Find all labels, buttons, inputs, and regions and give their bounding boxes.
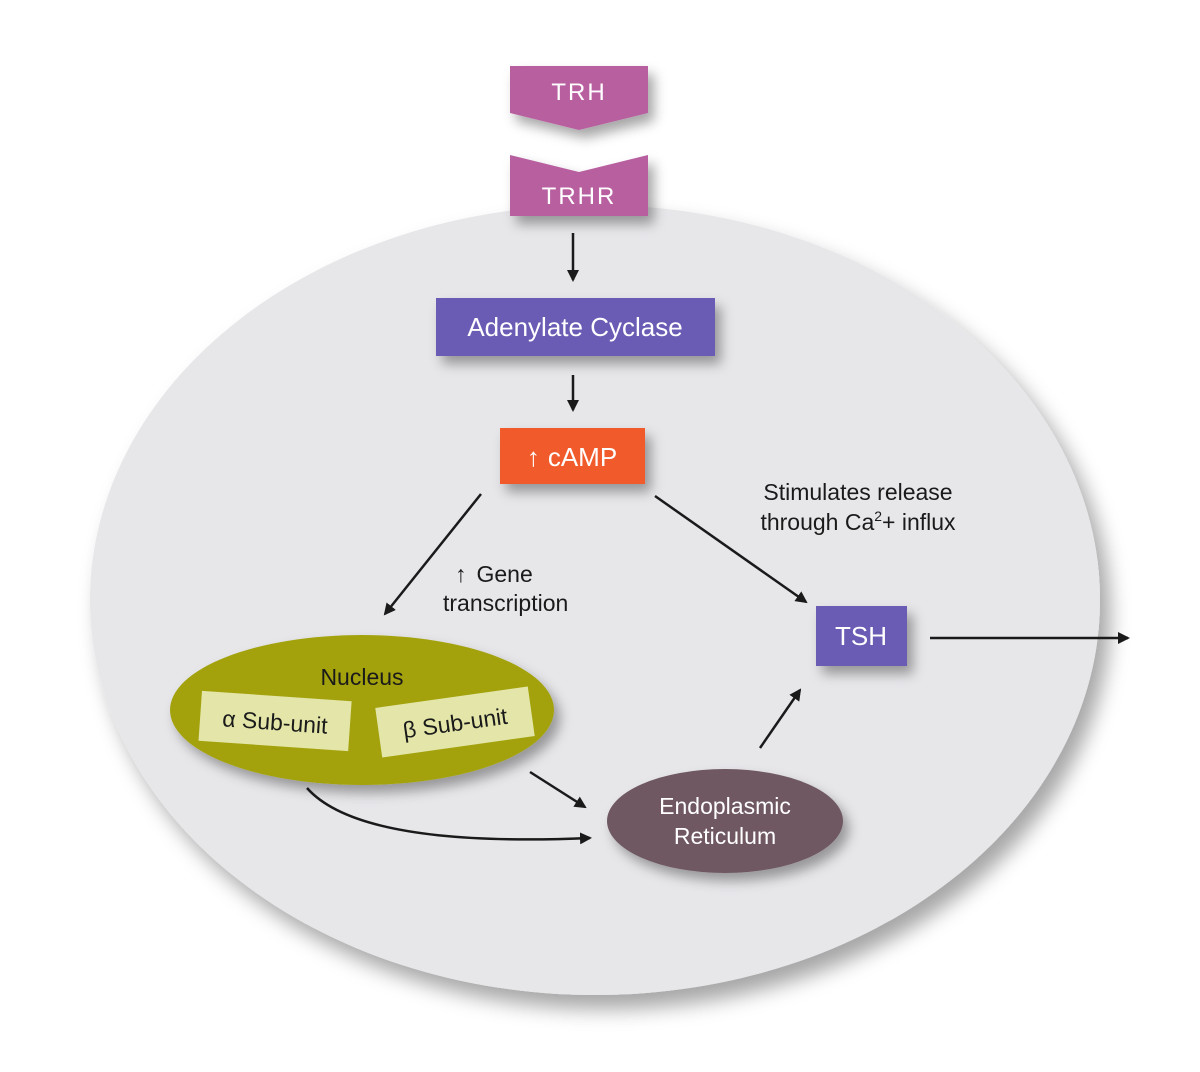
alpha-subunit-box: α Sub-unit bbox=[198, 690, 352, 752]
stimulates-release-suffix: + influx bbox=[882, 509, 956, 535]
trhr-receptor bbox=[510, 155, 648, 216]
camp-label: ↑ cAMP bbox=[527, 442, 617, 472]
stimulates-release-prefix: through Ca bbox=[760, 509, 874, 535]
nucleus-label: Nucleus bbox=[320, 664, 403, 690]
trhr-label: TRHR bbox=[542, 183, 617, 210]
adenylate-cyclase-label: Adenylate Cyclase bbox=[467, 312, 682, 342]
gene-transcription-line2: transcription bbox=[443, 590, 568, 616]
nucleus-ellipse bbox=[170, 635, 554, 785]
camp-up-arrow-icon: ↑ bbox=[527, 442, 540, 472]
cell-body bbox=[90, 205, 1100, 995]
arrow-nucleus-to-er-curved bbox=[306, 787, 592, 845]
endoplasmic-reticulum-ellipse bbox=[607, 769, 843, 873]
tsh-box bbox=[816, 606, 907, 666]
tsh-label: TSH bbox=[835, 621, 887, 651]
arrow-er-to-tsh bbox=[758, 688, 802, 749]
stimulates-release-line1: Stimulates release bbox=[763, 479, 952, 505]
camp-box bbox=[500, 428, 645, 484]
arrow-nucleus-to-er-straight bbox=[529, 770, 587, 809]
adenylate-cyclase-box bbox=[436, 298, 715, 356]
camp-text: cAMP bbox=[548, 442, 617, 472]
gene-transcription-line1: ↑ Gene bbox=[455, 561, 533, 587]
beta-subunit-box: β Sub-unit bbox=[375, 686, 535, 758]
stimulates-release-superscript: 2 bbox=[874, 508, 882, 524]
er-label-line1: Endoplasmic bbox=[659, 793, 791, 819]
trh-ligand bbox=[510, 66, 648, 130]
trh-label: TRH bbox=[551, 79, 606, 106]
stimulates-release-line2: through Ca2+ influx bbox=[760, 508, 956, 535]
gene-label: Gene bbox=[477, 561, 533, 587]
er-label-line2: Reticulum bbox=[674, 823, 776, 849]
arrow-camp-to-nucleus bbox=[383, 493, 482, 616]
gene-up-arrow-icon: ↑ bbox=[455, 561, 467, 587]
arrow-camp-to-tsh bbox=[654, 494, 808, 604]
